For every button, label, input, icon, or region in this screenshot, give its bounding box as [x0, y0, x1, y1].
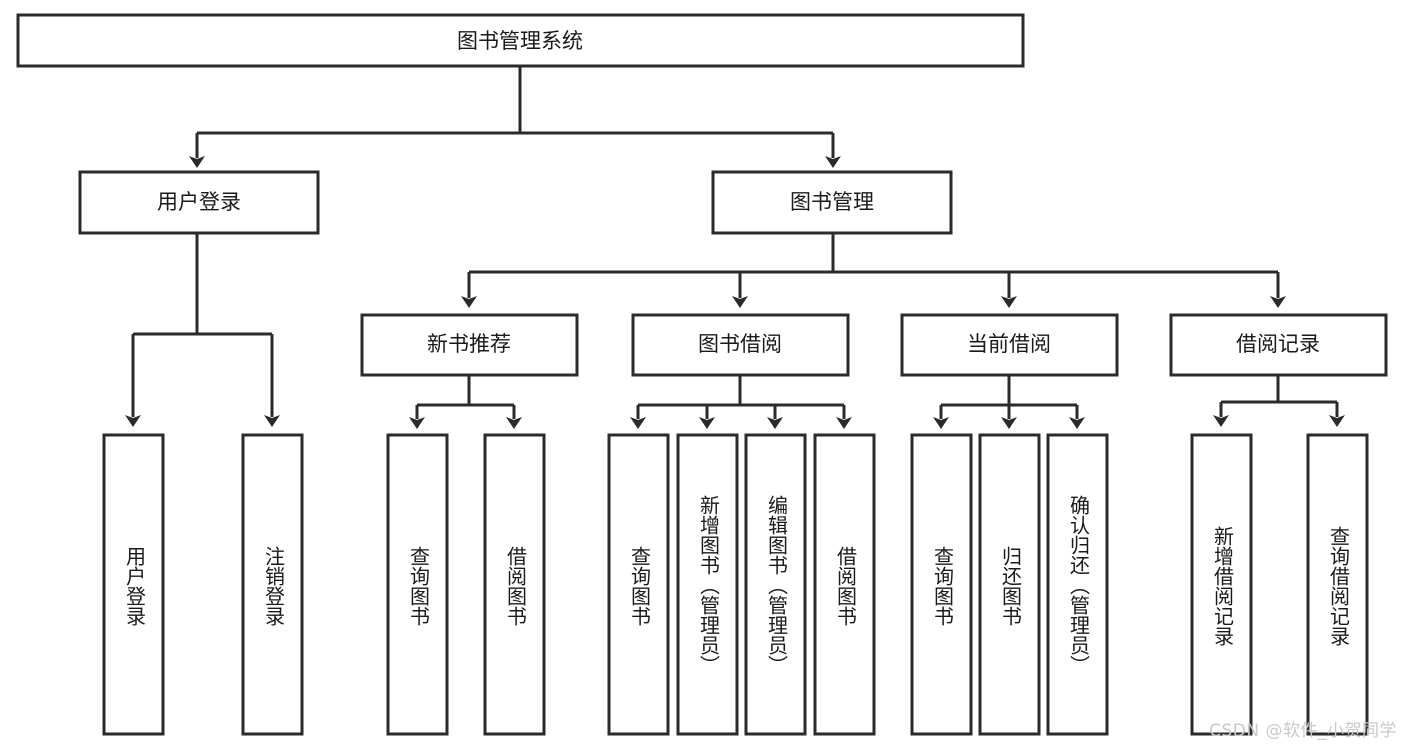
leaf-query-book-3[interactable]: 查询图书: [910, 433, 973, 736]
node-book-manage-label: 图书管理: [790, 190, 874, 214]
node-current-borrow[interactable]: 当前借阅: [900, 313, 1119, 377]
leaf-borrow-book-2-label: 借阅图书: [834, 546, 858, 626]
leaf-add-record[interactable]: 新增借阅记录: [1190, 433, 1253, 736]
leaf-confirm-return[interactable]: 确认归还（管理员）: [1046, 433, 1109, 736]
node-root[interactable]: 图书管理系统: [16, 13, 1025, 68]
leaf-borrow-book-1-box[interactable]: [483, 433, 546, 736]
leaf-return-book-box[interactable]: [978, 433, 1041, 736]
node-new-book-rec[interactable]: 新书推荐: [360, 313, 579, 377]
leaf-query-book-2-box[interactable]: [607, 433, 670, 736]
node-borrow-record[interactable]: 借阅记录: [1169, 313, 1388, 377]
leaf-borrow-book-2-box[interactable]: [813, 433, 876, 736]
leaf-query-book-3-box[interactable]: [910, 433, 973, 736]
node-user-login-box[interactable]: [78, 170, 320, 235]
node-book-borrow[interactable]: 图书借阅: [631, 313, 850, 377]
leaf-query-book-2-label: 查询图书: [628, 546, 652, 626]
leaf-logout[interactable]: 注销登录: [241, 433, 304, 736]
node-current-borrow-label: 当前借阅: [967, 332, 1051, 356]
leaf-return-book-label: 归还图书: [999, 546, 1023, 626]
leaf-query-record-label: 查询借阅记录: [1327, 526, 1351, 646]
leaf-query-book-1[interactable]: 查询图书: [386, 433, 449, 736]
leaf-add-record-box[interactable]: [1190, 433, 1253, 736]
node-new-book-rec-box[interactable]: [360, 313, 579, 377]
leaf-add-book-label: 新增图书（管理员）: [697, 495, 721, 675]
leaf-borrow-book-2[interactable]: 借阅图书: [813, 433, 876, 736]
node-root-label: 图书管理系统: [457, 29, 583, 53]
leaf-query-book-1-box[interactable]: [386, 433, 449, 736]
leaf-add-record-label: 新增借阅记录: [1211, 526, 1235, 646]
node-book-manage[interactable]: 图书管理: [711, 170, 953, 235]
node-borrow-record-box[interactable]: [1169, 313, 1388, 377]
leaf-edit-book[interactable]: 编辑图书（管理员）: [744, 433, 807, 736]
node-root-box[interactable]: [16, 13, 1025, 68]
node-book-borrow-label: 图书借阅: [698, 332, 782, 356]
node-current-borrow-box[interactable]: [900, 313, 1119, 377]
leaf-logout-box[interactable]: [241, 433, 304, 736]
leaf-logout-label: 注销登录: [262, 546, 286, 626]
leaf-user-login[interactable]: 用户登录: [102, 433, 165, 736]
node-new-book-rec-label: 新书推荐: [427, 332, 511, 356]
leaf-query-record-box[interactable]: [1306, 433, 1369, 736]
node-book-borrow-box[interactable]: [631, 313, 850, 377]
csdn-watermark: CSDN @软件_小贺同学: [1209, 721, 1397, 741]
leaf-query-book-1-label: 查询图书: [407, 546, 431, 626]
node-borrow-record-label: 借阅记录: [1236, 332, 1320, 356]
leaf-confirm-return-label: 确认归还（管理员）: [1067, 495, 1091, 675]
leaf-query-book-3-label: 查询图书: [931, 546, 955, 626]
node-user-login[interactable]: 用户登录: [78, 170, 320, 235]
leaf-user-login-label: 用户登录: [123, 546, 147, 626]
connector-group: [125, 66, 1345, 429]
leaf-query-book-2[interactable]: 查询图书: [607, 433, 670, 736]
leaf-add-book-box[interactable]: [676, 433, 739, 736]
leaf-edit-book-label: 编辑图书（管理员）: [765, 495, 789, 675]
leaf-edit-book-box[interactable]: [744, 433, 807, 736]
leaf-borrow-book-1[interactable]: 借阅图书: [483, 433, 546, 736]
node-user-login-label: 用户登录: [157, 190, 241, 214]
node-book-manage-box[interactable]: [711, 170, 953, 235]
leaf-query-record[interactable]: 查询借阅记录: [1306, 433, 1369, 736]
leaf-user-login-box[interactable]: [102, 433, 165, 736]
leaf-confirm-return-box[interactable]: [1046, 433, 1109, 736]
leaf-borrow-book-1-label: 借阅图书: [504, 546, 528, 626]
leaf-add-book[interactable]: 新增图书（管理员）: [676, 433, 739, 736]
leaf-return-book[interactable]: 归还图书: [978, 433, 1041, 736]
